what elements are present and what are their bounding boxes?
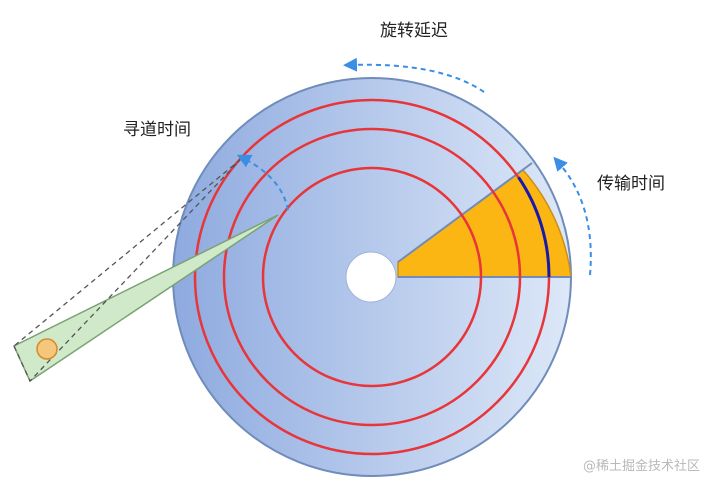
spindle-hole: [345, 251, 397, 303]
sector-boundary-radial: [397, 162, 533, 263]
label-rotational-latency: 旋转延迟: [380, 21, 448, 41]
watermark: @稀土掘金技术社区: [583, 458, 700, 474]
transfer-arrow: [553, 156, 592, 276]
label-transfer-time: 传输时间: [597, 174, 665, 194]
track-inner: [261, 166, 483, 388]
seek-arrow: [236, 154, 289, 211]
rotation-arrow: [343, 57, 485, 93]
label-seek-time: 寻道时间: [123, 120, 191, 140]
actuator-arm-target-outline: [13, 159, 241, 383]
track-middle: [222, 127, 522, 427]
target-sector-arc: [517, 176, 551, 278]
read-write-head: [36, 338, 58, 360]
